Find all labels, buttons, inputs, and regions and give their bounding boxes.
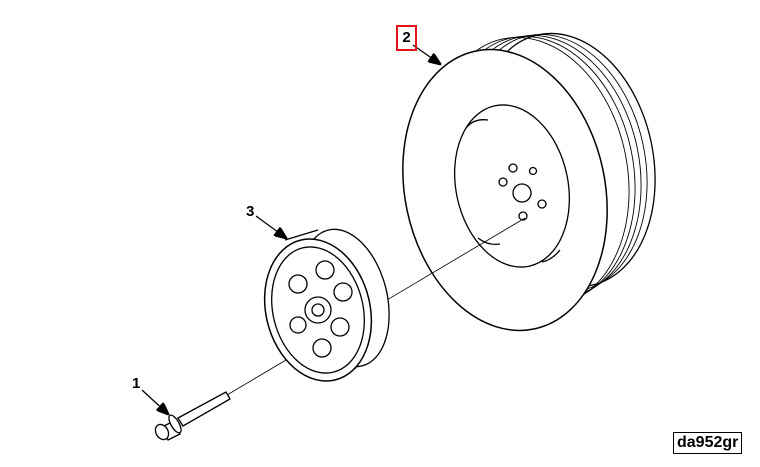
pulley-hub [263, 228, 390, 382]
callout-3-arrow [255, 215, 286, 238]
callout-1-label: 1 [132, 375, 141, 392]
callout-2-arrow [412, 44, 440, 64]
crankshaft-pulley [402, 32, 656, 332]
figure-id-label: da952gr [673, 432, 743, 454]
callout-3-label: 3 [246, 203, 255, 220]
bolt [154, 391, 231, 441]
callout-1-arrow [141, 389, 168, 414]
callout-2-label: 2 [396, 25, 417, 51]
